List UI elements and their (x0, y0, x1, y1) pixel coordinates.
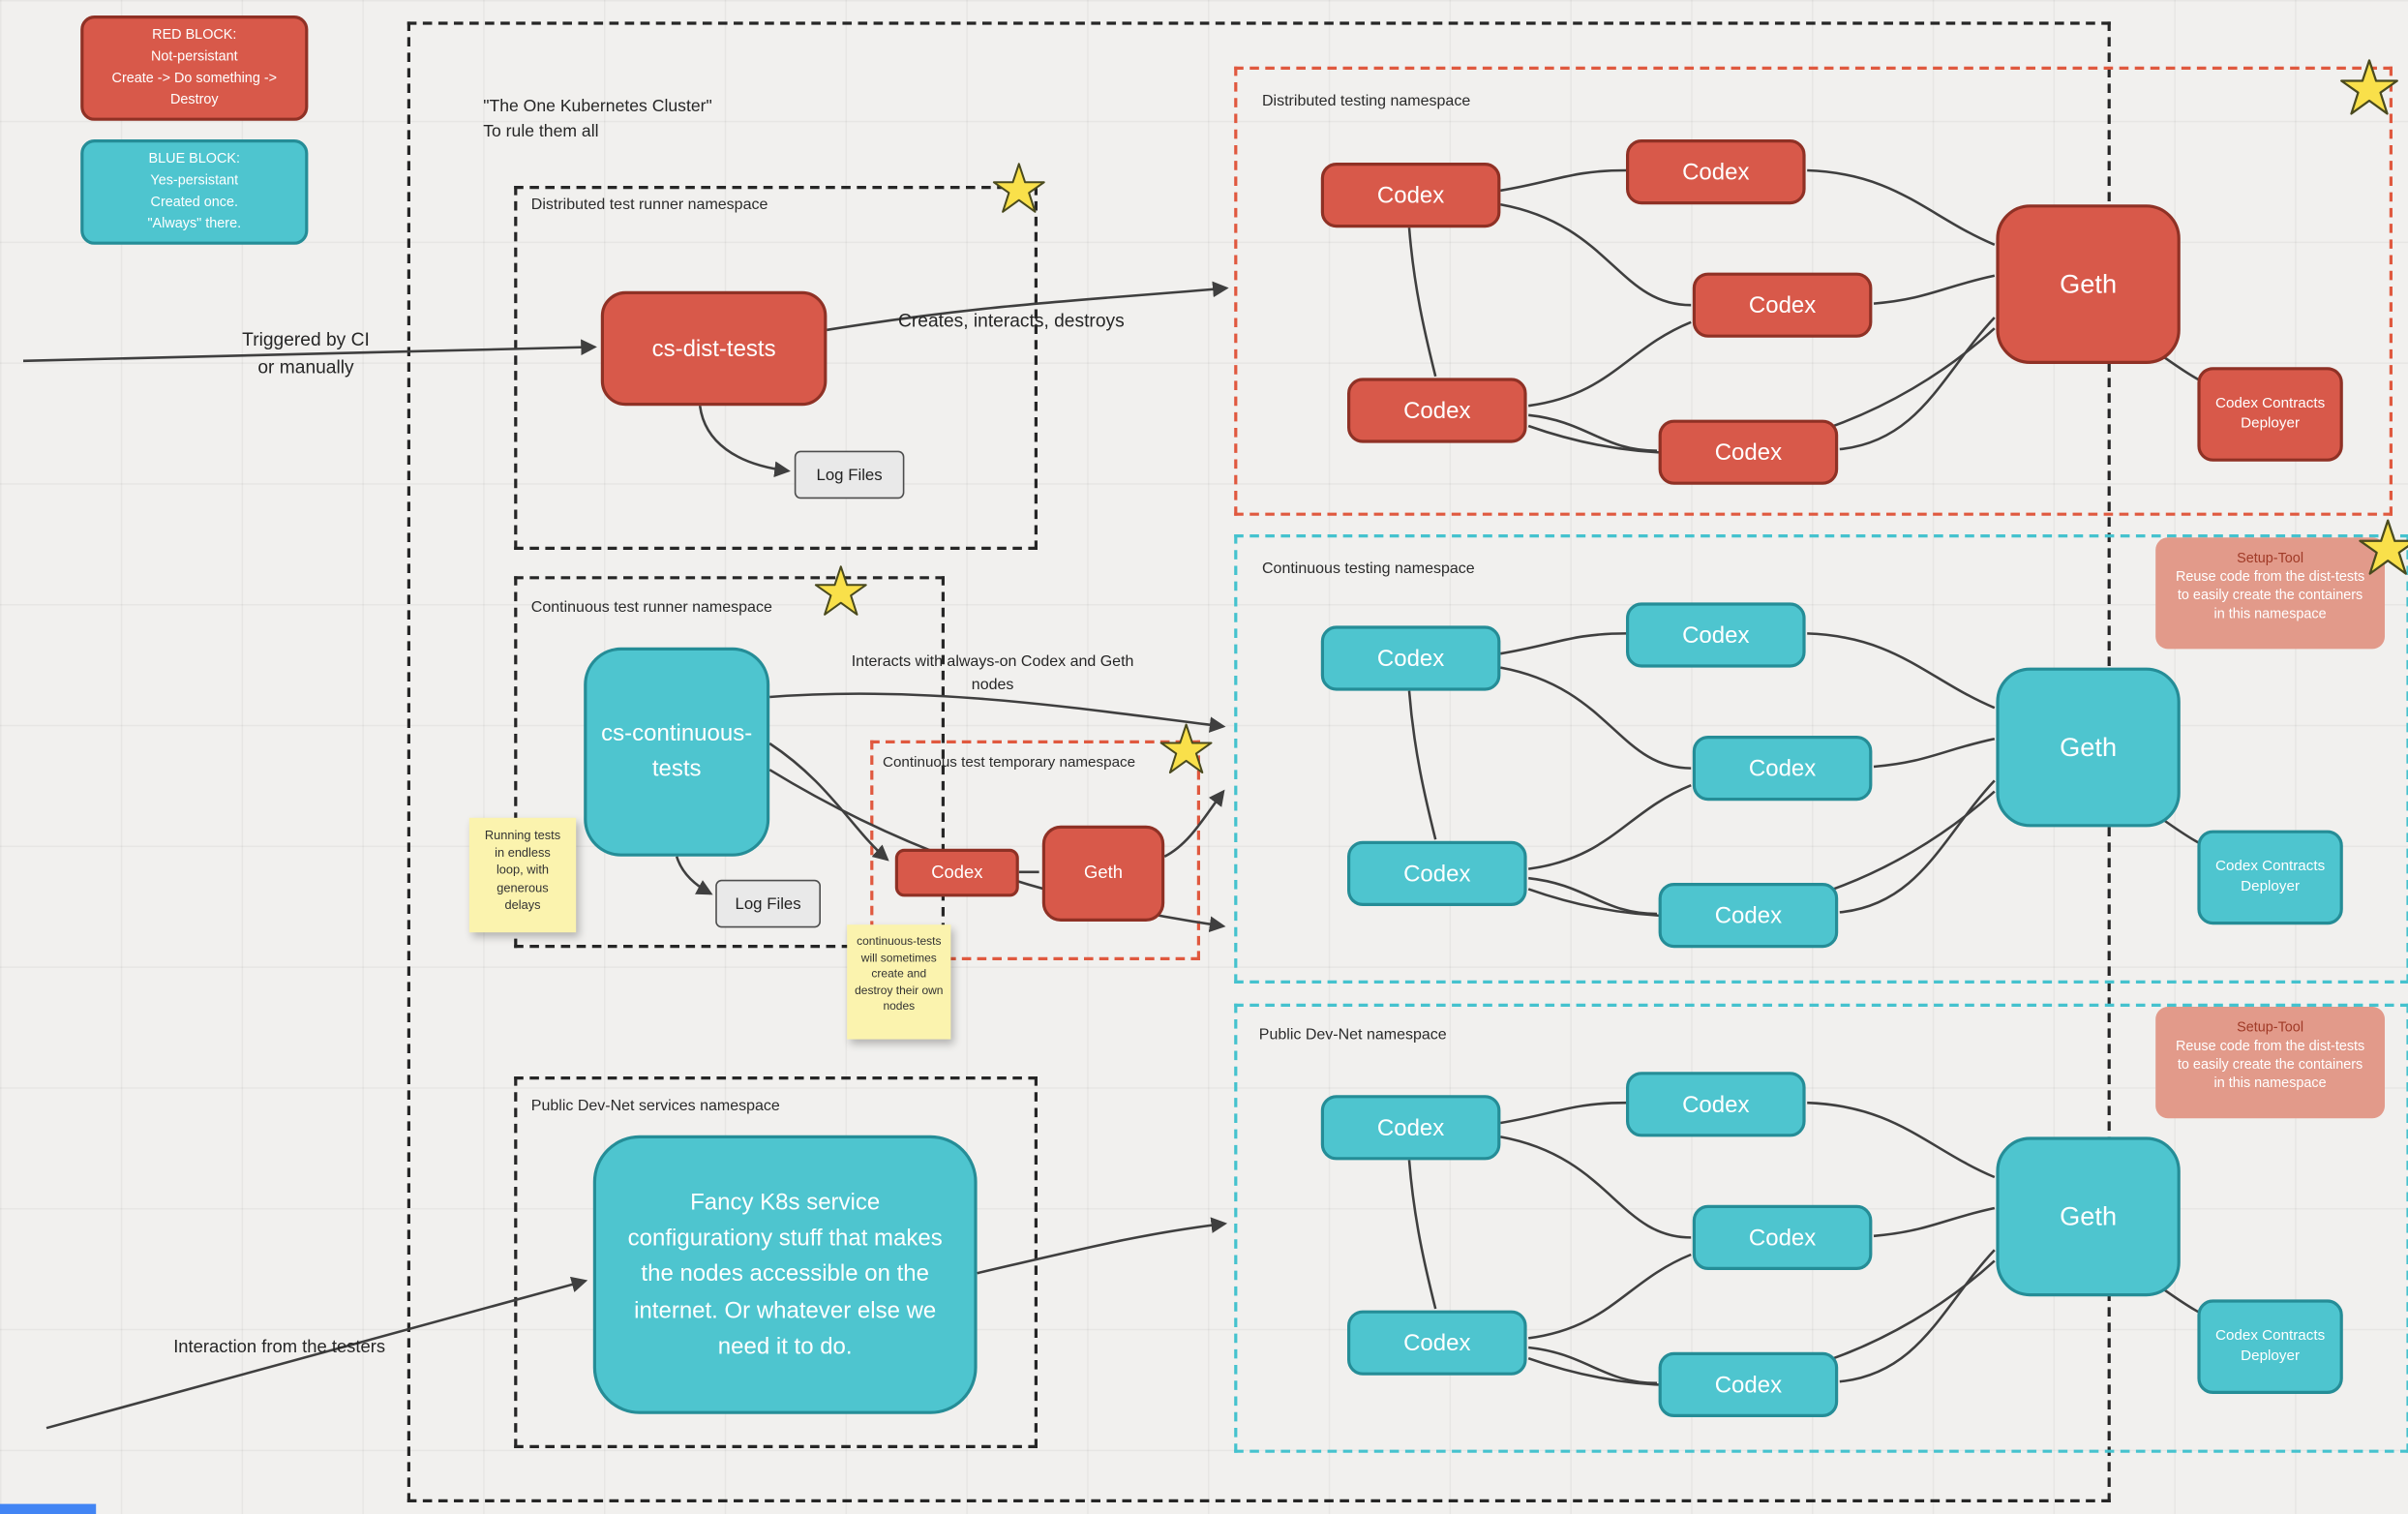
annotation-creates-interacts-destroys: Creates, interacts, destroys (898, 310, 1125, 332)
ns-continuous-runner (514, 576, 945, 949)
legend-red-block: RED BLOCK: Not-persistant Create -> Do s… (80, 15, 309, 121)
legend-blue-block: BLUE BLOCK: Yes-persistant Created once.… (80, 139, 309, 245)
ns-distributed-testing-label: Distributed testing namespace (1262, 93, 1471, 110)
node-geth: Geth (1996, 1136, 2181, 1297)
node-cs-continuous-tests: cs-continuous-tests (584, 647, 770, 857)
ns-devnet (1234, 1003, 2408, 1453)
blue-strip (0, 1503, 97, 1514)
ns-continuous-runner-label: Continuous test runner namespace (530, 599, 772, 617)
ns-continuous-testing (1234, 534, 2408, 984)
node-codex: Codex (1347, 840, 1527, 906)
star-icon (2359, 519, 2408, 575)
node-codex: Codex (1658, 419, 1839, 485)
node-codex: Codex (1626, 139, 1806, 205)
note-setup-tool-continuous: Setup-Tool Reuse code from the dist-test… (2155, 537, 2385, 650)
star-icon (1159, 723, 1213, 774)
node-codex-contracts-deployer: Codex Contracts Deployer (2197, 1299, 2343, 1394)
node-codex: Codex (1347, 378, 1527, 443)
node-codex: Codex (1320, 1095, 1501, 1161)
node-codex-temp: Codex (894, 848, 1019, 897)
setup-tool-body: Reuse code from the dist-tests to easily… (2175, 568, 2365, 622)
star-icon (814, 565, 867, 616)
note-setup-tool-devnet: Setup-Tool Reuse code from the dist-test… (2155, 1007, 2385, 1119)
node-codex: Codex (1692, 736, 1873, 802)
star-icon (992, 163, 1045, 213)
node-codex: Codex (1692, 1204, 1873, 1270)
setup-tool-title: Setup-Tool (2237, 550, 2304, 565)
ns-distributed-testing (1234, 66, 2393, 516)
node-log-files-continuous: Log Files (715, 879, 821, 928)
node-codex-contracts-deployer: Codex Contracts Deployer (2197, 367, 2343, 462)
setup-tool-body: Reuse code from the dist-tests to easily… (2175, 1038, 2365, 1092)
node-log-files-dist: Log Files (794, 450, 905, 500)
node-codex: Codex (1347, 1310, 1527, 1376)
node-codex: Codex (1626, 1072, 1806, 1137)
node-codex: Codex (1320, 163, 1501, 228)
node-cs-dist-tests: cs-dist-tests (600, 290, 828, 407)
node-codex-contracts-deployer: Codex Contracts Deployer (2197, 830, 2343, 925)
star-icon (2340, 59, 2398, 115)
note-continuous-tests: continuous-tests will sometimes create a… (847, 924, 951, 1040)
ns-devnet-label: Public Dev-Net namespace (1258, 1026, 1447, 1045)
ns-devnet-services-label: Public Dev-Net services namespace (530, 1098, 780, 1115)
node-geth: Geth (1996, 204, 2181, 364)
ns-continuous-testing-label: Continuous testing namespace (1262, 560, 1475, 578)
node-codex: Codex (1658, 1351, 1839, 1417)
setup-tool-title: Setup-Tool (2237, 1018, 2304, 1035)
cluster-title: "The One Kubernetes Cluster" To rule the… (483, 97, 712, 141)
note-running-tests: Running tests in endless loop, with gene… (468, 817, 577, 933)
node-codex: Codex (1320, 625, 1501, 691)
node-geth: Geth (1996, 667, 2181, 828)
annotation-interaction-from-testers: Interaction from the testers (173, 1338, 386, 1357)
annotation-interacts-always-on: Interacts with always-on Codex and Geth … (851, 653, 1134, 693)
ns-distributed-runner (514, 186, 1038, 550)
node-geth-temp: Geth (1041, 825, 1165, 922)
ns-distributed-runner-label: Distributed test runner namespace (530, 197, 768, 214)
annotation-triggered-by-ci: Triggered by CI or manually (242, 328, 370, 378)
node-codex: Codex (1626, 602, 1806, 668)
ns-temporary-label: Continuous test temporary namespace (883, 754, 1136, 772)
node-fancy-service: Fancy K8s service configurationy stuff t… (592, 1135, 978, 1414)
node-codex: Codex (1658, 883, 1839, 949)
node-codex: Codex (1692, 272, 1873, 338)
